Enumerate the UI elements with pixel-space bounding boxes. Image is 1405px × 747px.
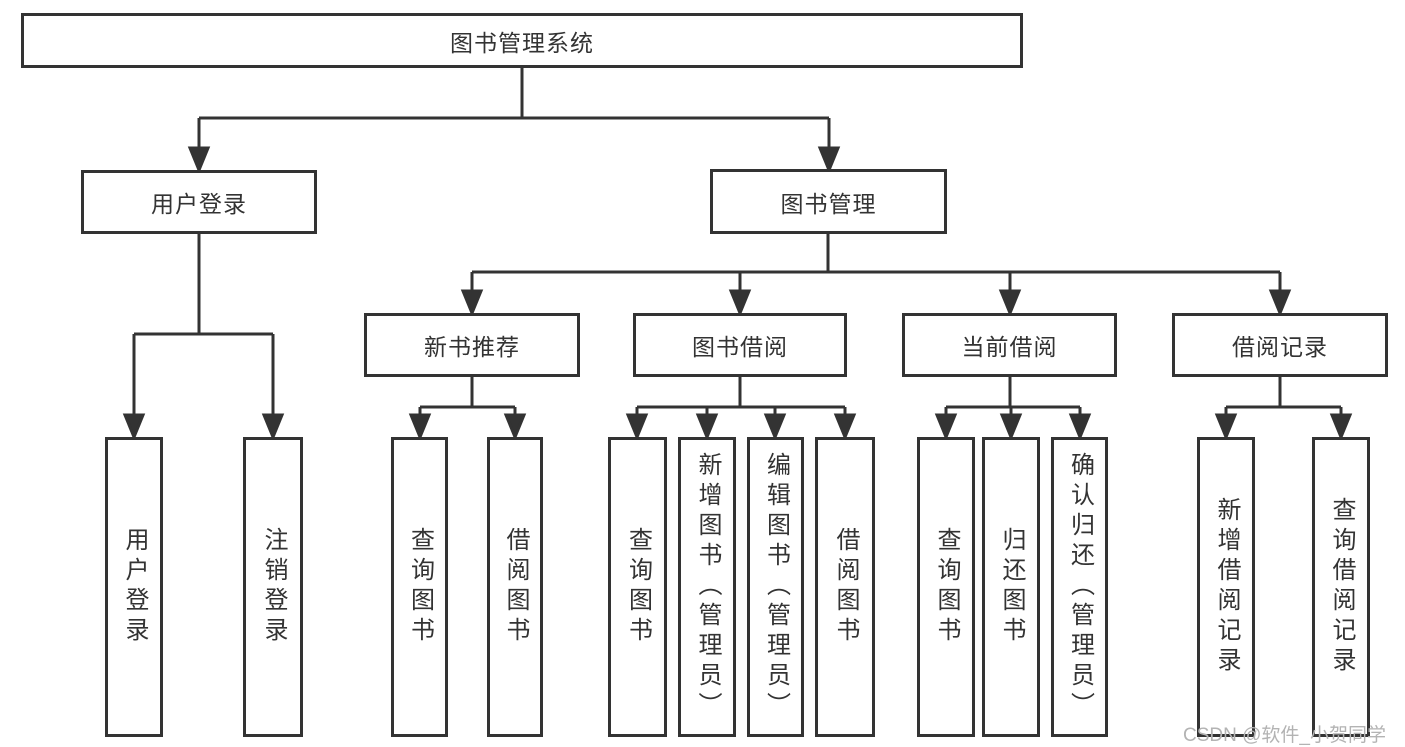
leaf-query-books-current-label: 查询图书 xyxy=(933,527,960,647)
leaf-user-login-label: 用户登录 xyxy=(121,527,148,647)
leaf-return-books: 归还图书 xyxy=(982,437,1040,737)
leaf-edit-books-admin: 编辑图书（管理员） xyxy=(747,437,804,737)
leaf-query-borrow-record-label: 查询借阅记录 xyxy=(1328,497,1355,677)
connector-current-borrowing xyxy=(934,377,1092,441)
leaf-confirm-return-admin-label: 确认归还（管理员） xyxy=(1066,452,1094,722)
node-book-management: 图书管理 xyxy=(710,169,947,234)
connector-root xyxy=(187,67,841,174)
connector-book-management xyxy=(460,234,1292,317)
watermark: CSDN @软件_小贺同学 xyxy=(1183,725,1386,746)
connector-user-login xyxy=(122,234,285,441)
connector-new-book-recommendation xyxy=(408,377,527,441)
leaf-add-borrow-record-label: 新增借阅记录 xyxy=(1213,497,1240,677)
leaf-logout: 注销登录 xyxy=(243,437,303,737)
leaf-query-books-recommend-label: 查询图书 xyxy=(406,527,434,647)
leaf-add-books-admin: 新增图书（管理员） xyxy=(678,437,736,737)
leaf-borrow-books-label: 借阅图书 xyxy=(832,527,859,647)
node-borrowing-records: 借阅记录 xyxy=(1172,313,1388,377)
leaf-borrow-books-recommend: 借阅图书 xyxy=(487,437,543,737)
leaf-borrow-books: 借阅图书 xyxy=(815,437,875,737)
connector-book-borrowing xyxy=(625,377,857,441)
leaf-return-books-label: 归还图书 xyxy=(998,527,1025,647)
leaf-add-borrow-record: 新增借阅记录 xyxy=(1197,437,1255,737)
leaf-logout-label: 注销登录 xyxy=(260,527,287,647)
node-user-login: 用户登录 xyxy=(81,170,317,234)
leaf-query-books-current: 查询图书 xyxy=(917,437,975,737)
node-library-management-system: 图书管理系统 xyxy=(21,13,1023,68)
node-new-book-recommendation: 新书推荐 xyxy=(364,313,580,377)
leaf-query-books-recommend: 查询图书 xyxy=(391,437,448,737)
leaf-query-books-borrowing-label: 查询图书 xyxy=(624,527,652,647)
leaf-user-login: 用户登录 xyxy=(105,437,163,737)
node-book-borrowing: 图书借阅 xyxy=(633,313,847,377)
leaf-borrow-books-recommend-label: 借阅图书 xyxy=(502,527,529,647)
leaf-query-books-borrowing: 查询图书 xyxy=(608,437,667,737)
leaf-add-books-admin-label: 新增图书（管理员） xyxy=(694,452,721,722)
leaf-query-borrow-record: 查询借阅记录 xyxy=(1312,437,1370,737)
node-current-borrowing: 当前借阅 xyxy=(902,313,1117,377)
leaf-confirm-return-admin: 确认归还（管理员） xyxy=(1051,437,1108,737)
connector-borrowing-records xyxy=(1214,377,1353,441)
leaf-edit-books-admin-label: 编辑图书（管理员） xyxy=(762,452,790,722)
